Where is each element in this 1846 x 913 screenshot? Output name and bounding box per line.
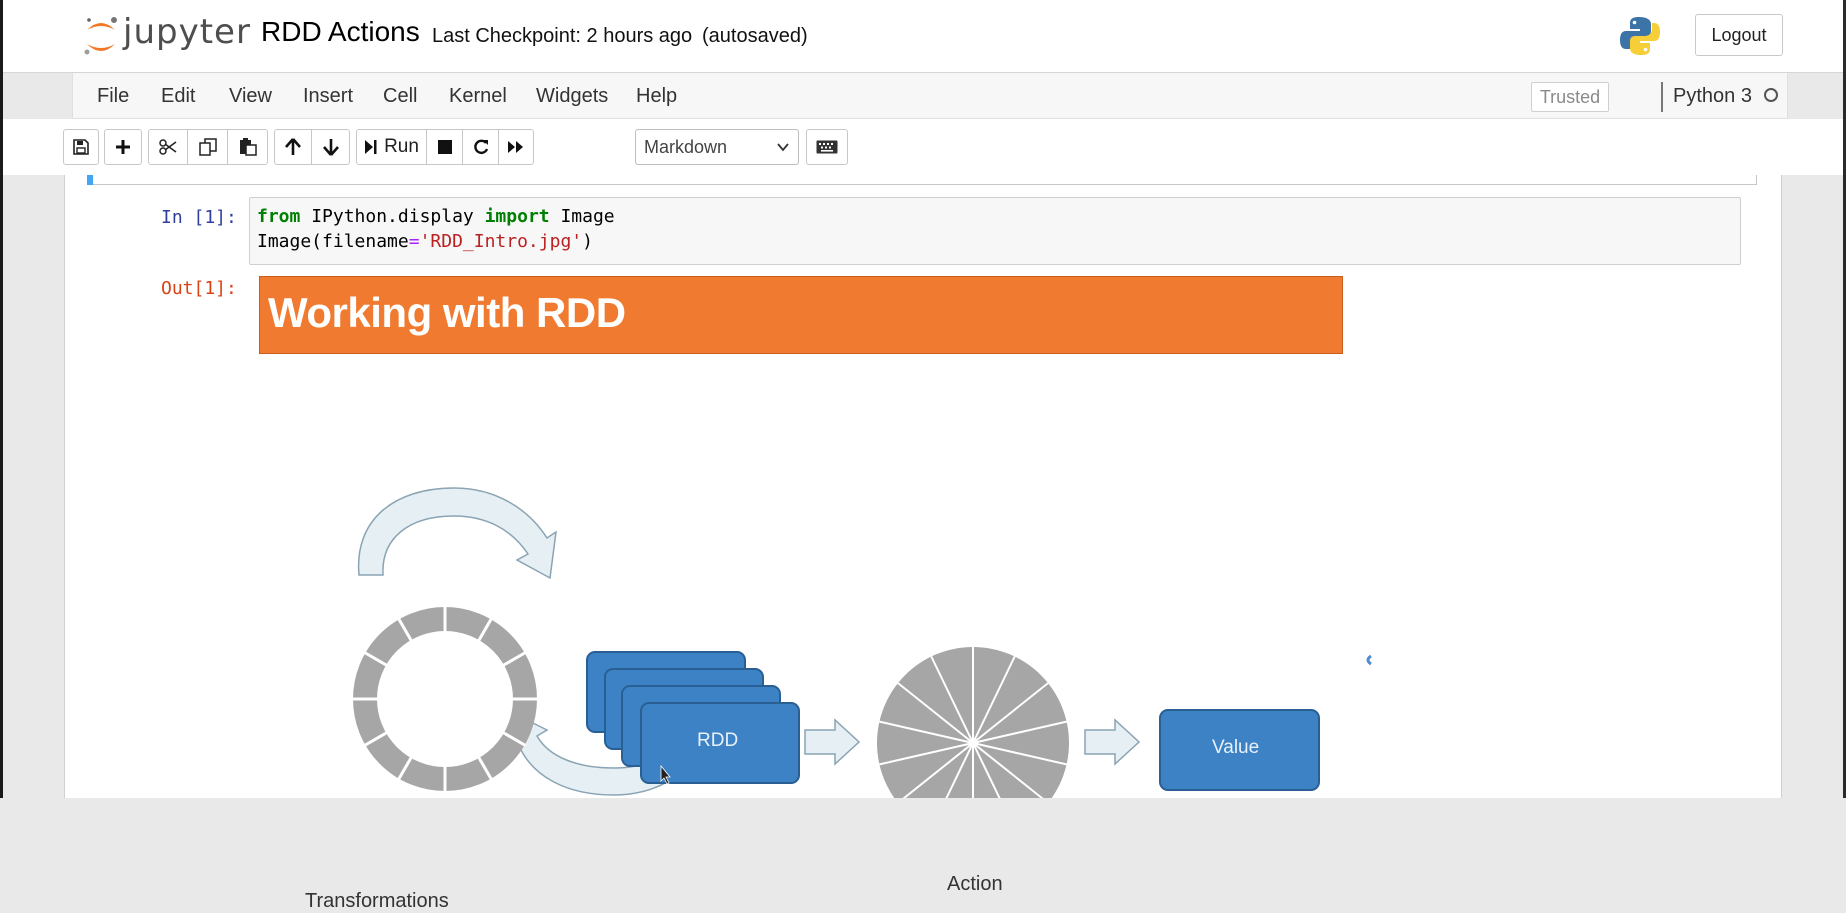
arrow-right-icon: [804, 718, 861, 766]
menu-insert[interactable]: Insert: [303, 85, 354, 107]
jupyter-logo-icon[interactable]: [81, 14, 121, 58]
toolbar-group-insert: [104, 129, 142, 165]
code-module: IPython.display: [300, 206, 485, 227]
cell-type-value: Markdown: [644, 136, 728, 157]
code-operator: =: [408, 231, 420, 252]
run-button-label: Run: [384, 136, 419, 157]
toolbar-group-run: Run: [356, 129, 534, 165]
restart-kernel-button[interactable]: [463, 130, 499, 164]
menu-cell[interactable]: Cell: [383, 85, 418, 107]
window-edge-left: [0, 0, 3, 798]
action-wheel-icon: [877, 647, 1069, 839]
command-palette-button[interactable]: [807, 130, 847, 164]
notebook-container: In [1]: from IPython.display import Imag…: [64, 175, 1782, 912]
rdd-diagram-graphic: [352, 487, 1372, 839]
save-icon: [73, 139, 89, 155]
scissors-icon: [159, 139, 177, 155]
transformations-label: Transformations: [305, 890, 449, 912]
menu-help[interactable]: Help: [636, 85, 678, 107]
value-box: [1159, 709, 1320, 791]
selected-cell-marker: [87, 175, 93, 185]
move-down-button[interactable]: [312, 130, 349, 164]
notebook-title[interactable]: RDD Actions: [261, 16, 420, 47]
rdd-diagram: RDD Value Transformations Action: [259, 360, 1399, 912]
jupyter-logo-text[interactable]: jupyter: [123, 12, 251, 52]
logout-button[interactable]: Logout: [1695, 14, 1783, 56]
restart-icon: [473, 139, 488, 155]
banner-title: Working with RDD: [268, 289, 626, 336]
code-string: 'RDD_Intro.jpg': [419, 231, 583, 252]
trusted-badge[interactable]: Trusted: [1531, 82, 1609, 112]
paste-icon: [239, 138, 257, 156]
output-prompt: Out[1]:: [161, 278, 237, 299]
previous-cell[interactable]: [87, 175, 1757, 185]
checkpoint-status: Last Checkpoint: 2 hours ago: [432, 25, 693, 47]
run-icon: [365, 140, 377, 154]
menubar: File Edit View Insert Cell Kernel Widget…: [72, 73, 1788, 119]
menu-view[interactable]: View: [229, 85, 272, 107]
toolbar-group-edit: [148, 129, 268, 165]
rdd-label: RDD: [697, 730, 739, 751]
autosave-status: (autosaved): [702, 25, 808, 47]
toolbar-group-save: [63, 129, 99, 165]
keyboard-icon: [816, 140, 838, 154]
menu-edit[interactable]: Edit: [161, 85, 196, 107]
python-logo-icon: [1620, 17, 1660, 55]
menu-widgets[interactable]: Widgets: [536, 85, 609, 107]
arrow-right-icon: [1084, 718, 1141, 766]
copy-icon: [198, 138, 217, 156]
window-edge-right: [1843, 0, 1846, 798]
code-close-paren: ): [582, 231, 593, 252]
restart-run-all-button[interactable]: [499, 130, 533, 164]
toolbar: Run Markdown: [3, 119, 1843, 175]
toolbar-group-keyboard: [806, 129, 848, 165]
insert-cell-button[interactable]: [105, 130, 141, 164]
action-label: Action: [947, 873, 1003, 895]
stop-icon: [437, 140, 452, 154]
code-import-name: Image: [549, 206, 615, 227]
run-button[interactable]: Run: [357, 130, 427, 164]
output-banner: Working with RDD: [259, 276, 1343, 354]
kernel-name[interactable]: Python 3: [1673, 85, 1752, 107]
code-keyword-from: from: [257, 206, 301, 227]
chevron-down-icon: [777, 143, 789, 152]
mouse-cursor-icon: [660, 764, 671, 785]
header-bar: jupyter RDD Actions Last Checkpoint: 2 h…: [3, 0, 1843, 73]
save-button[interactable]: [64, 130, 98, 164]
code-cell-editor[interactable]: from IPython.display import Image Image(…: [249, 197, 1741, 265]
curved-arrow-top-icon: [357, 487, 557, 580]
code-keyword-import: import: [484, 206, 550, 227]
transformations-ring-icon: [352, 606, 538, 792]
stray-mark-icon: [1366, 654, 1372, 666]
input-prompt: In [1]:: [161, 207, 237, 228]
toolbar-group-move: [274, 129, 350, 165]
copy-button[interactable]: [188, 130, 228, 164]
kernel-idle-indicator-icon: [1764, 88, 1778, 102]
menu-kernel[interactable]: Kernel: [449, 85, 507, 107]
paste-button[interactable]: [228, 130, 267, 164]
rdd-stack-icon: [586, 651, 800, 784]
cell-type-select[interactable]: Markdown: [635, 129, 799, 165]
kernel-separator: [1661, 82, 1663, 112]
fast-forward-icon: [508, 141, 523, 153]
arrow-down-icon: [322, 139, 339, 156]
menu-file[interactable]: File: [97, 85, 130, 107]
plus-icon: [116, 140, 130, 154]
arrow-up-icon: [285, 138, 301, 155]
move-up-button[interactable]: [275, 130, 312, 164]
value-label: Value: [1212, 737, 1260, 758]
interrupt-button[interactable]: [427, 130, 463, 164]
code-call: Image(filename: [257, 231, 409, 252]
cut-button[interactable]: [149, 130, 188, 164]
